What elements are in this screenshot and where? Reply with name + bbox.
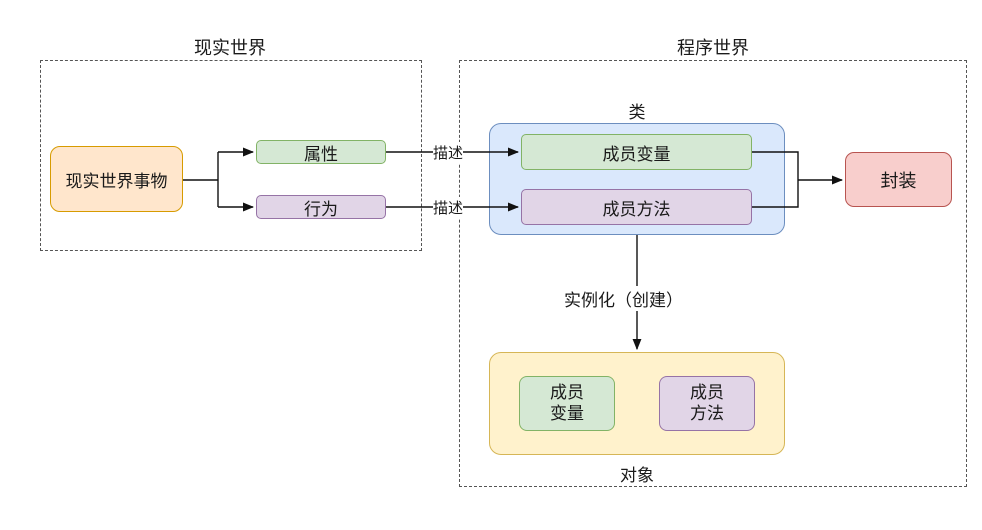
object-title: 对象 [620,466,654,486]
encapsulation-node: 封装 [845,152,952,207]
member-variable-node: 成员变量 [521,134,752,170]
describe-attribute-label: 描述 [433,142,464,163]
attribute-text: 属性 [304,144,338,165]
attribute-node: 属性 [256,140,386,165]
object-member-variable-node: 成员 变量 [519,376,615,431]
object-member-method-node: 成员 方法 [659,376,755,431]
member-method-node: 成员方法 [521,189,752,225]
instantiation-label: 实例化（创建） [562,286,685,311]
object-member-variable-line1: 成员 [550,382,584,403]
object-member-method-line2: 方法 [690,403,724,424]
edge-member-variable-out [752,151,799,180]
object-member-variable-line2: 变量 [550,403,584,424]
class-title: 类 [628,103,646,123]
program-world-region [459,60,967,487]
member-method-text: 成员方法 [602,199,671,220]
real-world-region [40,60,422,251]
member-variable-text: 成员变量 [602,144,671,165]
describe-behavior-label: 描述 [433,197,464,218]
real-world-title: 现实世界 [194,38,266,59]
behavior-node: 行为 [256,195,386,220]
program-world-title: 程序世界 [677,38,749,59]
behavior-text: 行为 [304,199,338,220]
real-world-entity-text: 现实世界事物 [65,171,168,192]
object-member-method-line1: 成员 [690,382,724,403]
encapsulation-text: 封装 [880,170,917,192]
edge-member-method-out [752,180,799,208]
real-world-entity-node: 现实世界事物 [50,146,183,212]
